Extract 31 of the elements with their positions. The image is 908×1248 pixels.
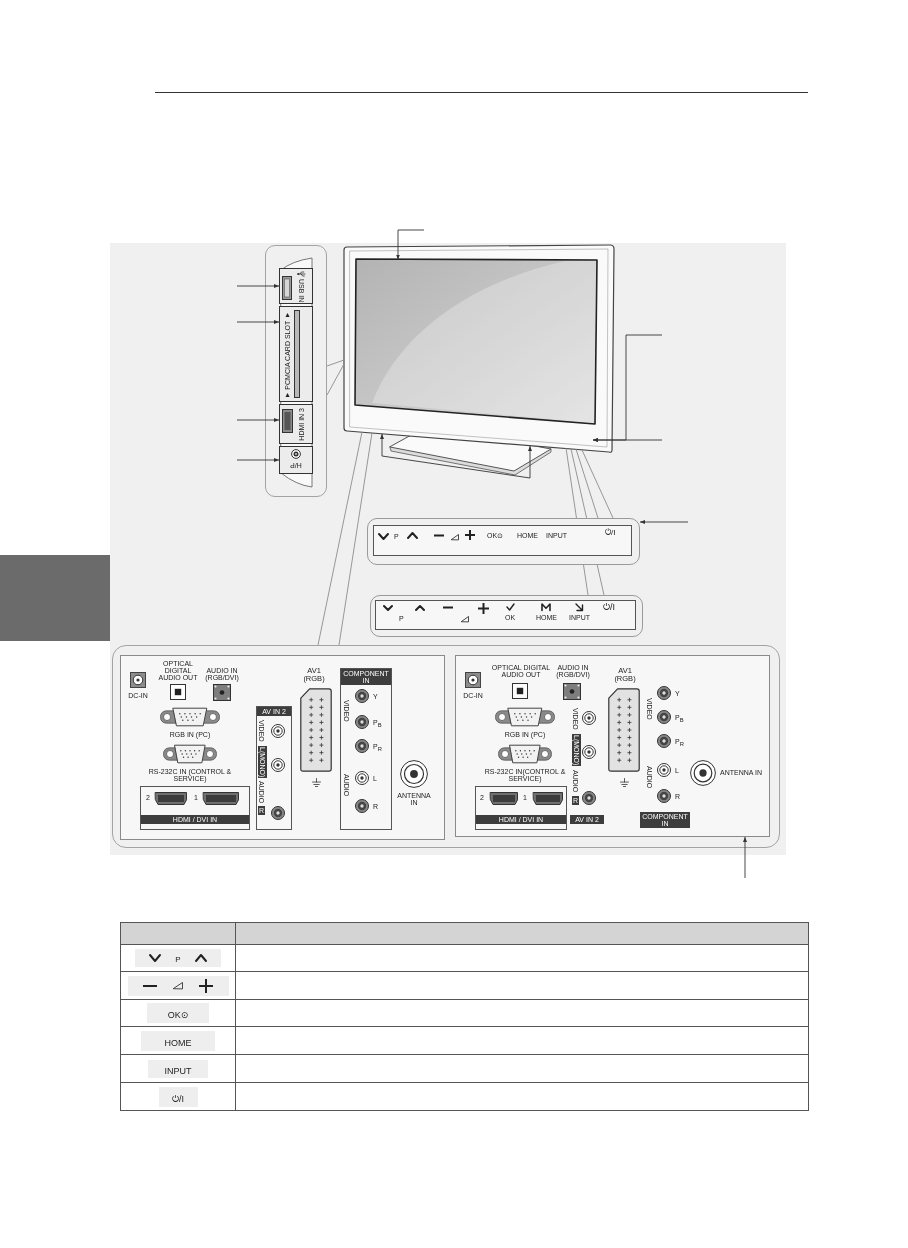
key-label: ⏻/I bbox=[605, 529, 616, 537]
port-block bbox=[279, 268, 313, 304]
jack-group bbox=[256, 706, 292, 830]
callout-frame bbox=[370, 595, 643, 637]
key-label: OK⊙ bbox=[147, 1003, 209, 1023]
port-block bbox=[279, 446, 313, 474]
port-block bbox=[279, 306, 313, 402]
key-label: ⏻/I bbox=[158, 1086, 198, 1107]
callout-line bbox=[581, 449, 614, 519]
callout-line bbox=[326, 363, 345, 396]
key-label: ⏻/I bbox=[603, 603, 615, 612]
callout-frame bbox=[367, 518, 640, 565]
port-group bbox=[140, 786, 250, 830]
callout-line bbox=[326, 359, 345, 367]
callout-line bbox=[317, 431, 363, 646]
callout-line bbox=[570, 448, 605, 596]
callout-line bbox=[575, 448, 599, 519]
callout-line bbox=[565, 447, 589, 596]
connector-panel bbox=[120, 655, 445, 840]
port-group bbox=[475, 786, 567, 830]
key-label: HOME bbox=[141, 1030, 215, 1051]
key-label: P bbox=[175, 956, 181, 964]
connector-panel bbox=[455, 655, 770, 837]
key-label: INPUT bbox=[148, 1059, 208, 1078]
callout-frame bbox=[112, 645, 780, 848]
callout-line bbox=[338, 432, 373, 646]
port-block bbox=[279, 404, 313, 444]
jack-group bbox=[340, 668, 392, 830]
callout-frame bbox=[265, 245, 327, 497]
tv-screen bbox=[354, 258, 598, 425]
chapter-tab bbox=[0, 555, 110, 641]
